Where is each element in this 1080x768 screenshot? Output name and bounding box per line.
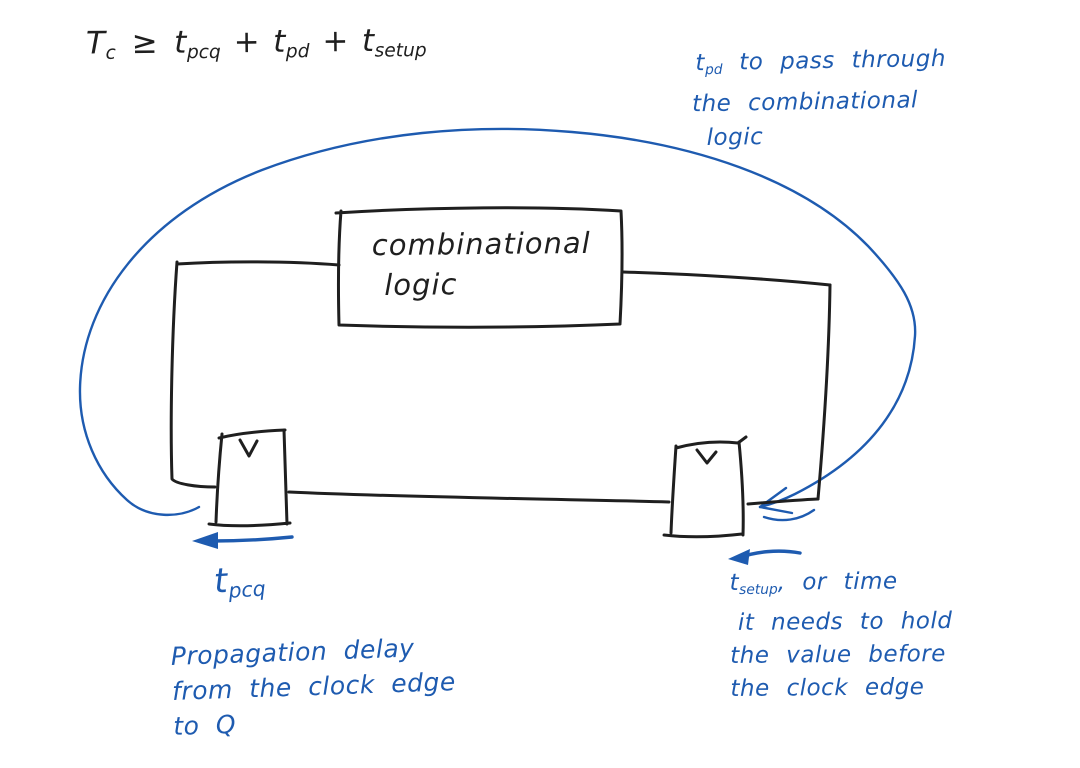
wire-top-left — [175, 260, 341, 267]
flip-flop-left — [207, 428, 292, 528]
wire-top-right — [621, 270, 832, 287]
clock-input-icon-left — [238, 438, 259, 458]
tsetup-note-line-3: the value before — [730, 641, 946, 670]
tpd-note-line-2: the combinational — [691, 87, 919, 118]
formula-term-tpcq: tpcq — [173, 24, 221, 64]
tpd-note-line-1: tpd to pass through — [695, 45, 947, 79]
combinational-logic-label: combinational logic — [372, 223, 592, 305]
combinational-logic-label-line-2: logic — [384, 267, 458, 303]
tpcq-description: Propagation delay from the clock edge to… — [170, 629, 457, 744]
wire-right-vertical — [816, 283, 832, 501]
formula-term-tpd: tpd — [272, 23, 310, 63]
tpcq-arrow-icon — [210, 535, 294, 543]
tpd-note: tpd to pass through the combinational lo… — [691, 42, 947, 155]
tsetup-note-line-2: it needs to hold — [737, 608, 953, 637]
tsetup-note-line-4: the clock edge — [730, 674, 925, 703]
formula-plus-1: + — [233, 23, 261, 61]
clock-input-icon-right — [695, 448, 718, 465]
wire-left-vertical — [169, 260, 217, 489]
combinational-logic-label-line-1: combinational — [371, 225, 591, 263]
cycle-loop-icon — [78, 127, 917, 516]
tsetup-note: tsetup, or time it needs to hold the val… — [729, 565, 953, 706]
tpcq-label: tpcq — [212, 560, 267, 603]
timing-constraint-formula: Tc ≥ tpcq + tpd + tsetup — [86, 23, 427, 65]
formula-relation: ≥ — [131, 24, 159, 62]
tpd-note-line-3: logic — [706, 124, 764, 152]
wire-right-short — [746, 497, 820, 506]
wire-bottom — [287, 490, 671, 504]
formula-term-tsetup: tsetup — [361, 22, 427, 62]
tsetup-note-line-1: tsetup, or time — [729, 568, 898, 599]
tpcq-arrowhead-icon — [192, 532, 218, 549]
formula-plus-2: + — [322, 23, 350, 60]
combinational-logic-box — [334, 206, 624, 329]
tsetup-arrowhead-icon — [728, 549, 750, 565]
flip-flop-right — [662, 435, 748, 539]
formula-lhs: Tc — [85, 25, 116, 64]
tsetup-arrow-icon — [740, 549, 802, 559]
